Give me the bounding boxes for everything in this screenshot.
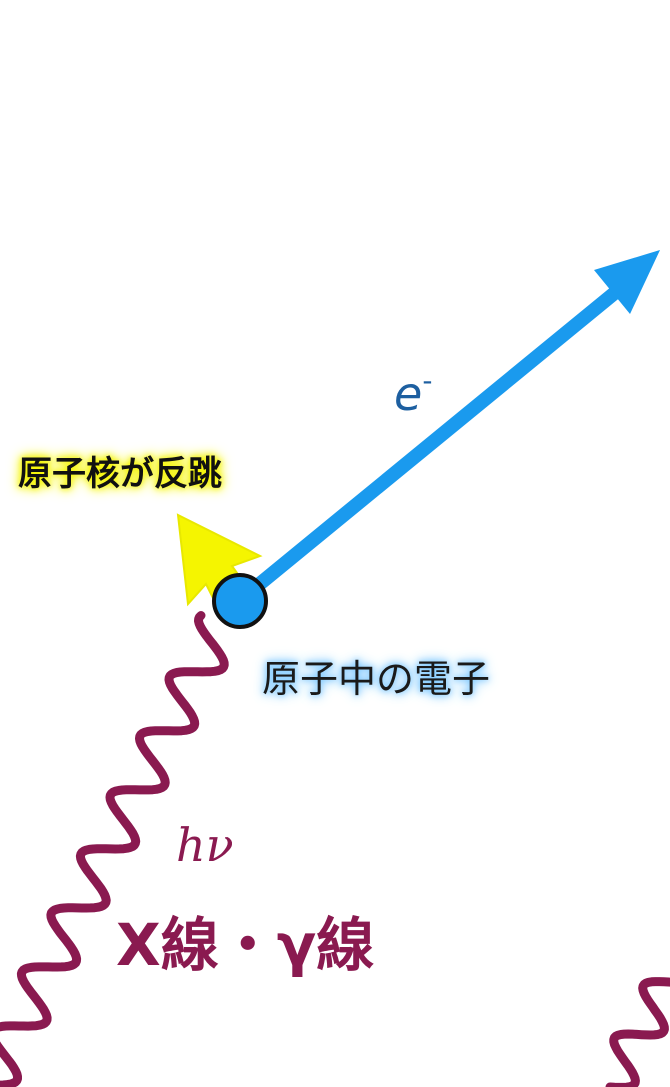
electron-in-atom-label: 原子中の電子 xyxy=(262,657,491,701)
electron-arrow-shaft xyxy=(233,275,635,607)
radiation-type-label: X線・γ線 xyxy=(116,911,375,979)
recoil-label: 原子核が反跳 xyxy=(18,454,222,494)
electron-symbol: e- xyxy=(394,364,432,421)
photon-energy-label: hν xyxy=(176,818,234,872)
incident-photon-wave xyxy=(0,611,229,1087)
electron-symbol-charge: - xyxy=(422,364,433,397)
electron-dot xyxy=(212,573,268,629)
electron-arrowhead-icon xyxy=(594,250,660,314)
electron-symbol-base: e xyxy=(394,367,423,421)
scattered-photon-wave xyxy=(605,977,670,1087)
